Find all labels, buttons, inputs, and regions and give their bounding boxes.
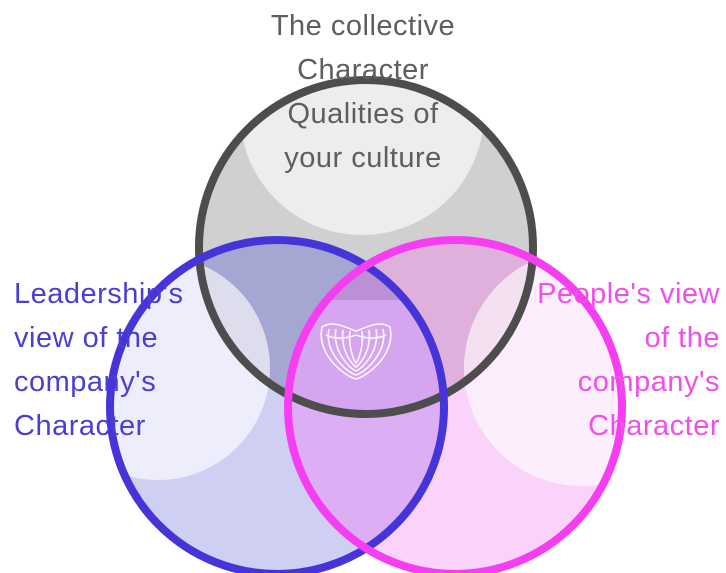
left-label-line: Leadership's	[14, 278, 184, 310]
top-label-line: The collective	[270, 10, 456, 42]
left-label-line: view of the	[14, 322, 159, 354]
top-circle-label: The collective Character Qualities of yo…	[213, 4, 513, 180]
top-label-line: Character	[297, 54, 429, 86]
right-label-line: People's view	[537, 278, 720, 310]
left-label-line: Character	[14, 410, 146, 442]
top-label-disc	[240, 0, 484, 235]
right-circle-outline	[284, 236, 626, 573]
top-label-line: Qualities of	[287, 98, 439, 130]
shell-logo-icon	[320, 323, 392, 380]
left-label-line: company's	[14, 366, 157, 398]
right-circle-label: People's view of the company's Character	[537, 272, 720, 448]
right-label-line: company's	[577, 366, 720, 398]
left-circle-label: Leadership's view of the company's Chara…	[14, 272, 184, 448]
top-circle-outline	[195, 76, 537, 418]
top-label-line: your culture	[284, 142, 442, 174]
right-label-line: of the	[644, 322, 720, 354]
left-circle-outline	[106, 236, 448, 573]
right-label-line: Character	[588, 410, 720, 442]
